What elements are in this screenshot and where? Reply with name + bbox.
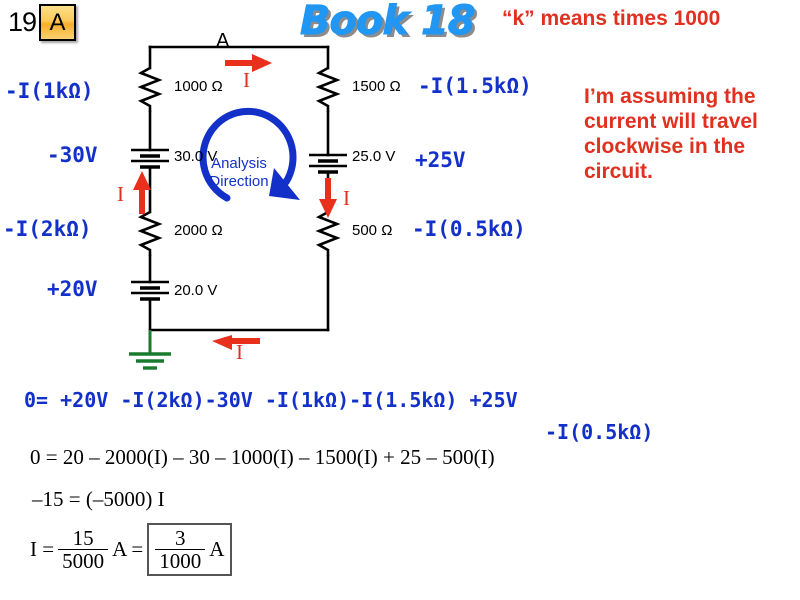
term-resistor-2000: -I(2kΩ) bbox=[3, 217, 92, 241]
slide-badge: 19 A bbox=[8, 4, 77, 41]
slide-letter-box: A bbox=[39, 4, 77, 41]
resistor-2000 bbox=[137, 210, 163, 256]
current-label-bottom: I bbox=[236, 340, 243, 364]
current-arrows bbox=[133, 54, 337, 350]
battery-25v bbox=[309, 153, 347, 174]
current-arrow-bottom bbox=[212, 335, 260, 350]
answer-denominator: 1000 bbox=[155, 549, 206, 572]
term-resistor-1000: -I(1kΩ) bbox=[5, 79, 94, 103]
solution-fraction: 15 5000 bbox=[58, 526, 109, 572]
resistor-1000 bbox=[137, 66, 163, 112]
equation-solution: I = 15 5000 A = 3 1000 A bbox=[30, 523, 233, 577]
value-battery-25v: 25.0 V bbox=[352, 148, 396, 165]
resistor-500 bbox=[315, 210, 341, 256]
solution-unit-equals: A = bbox=[112, 537, 144, 562]
solution-denominator: 5000 bbox=[58, 549, 109, 572]
answer-numerator: 3 bbox=[174, 526, 186, 550]
term-battery-30v: -30V bbox=[47, 143, 98, 167]
equation-simplified: –15 = (–5000) I bbox=[32, 487, 165, 511]
node-label-a: A bbox=[216, 30, 230, 52]
answer-unit: A bbox=[209, 537, 225, 562]
value-resistor-1000: 1000 Ω bbox=[174, 78, 223, 95]
note-k-meaning: “k” means times 1000 bbox=[502, 7, 721, 30]
current-label-right: I bbox=[343, 186, 350, 210]
current-arrow-left bbox=[133, 171, 151, 214]
current-label-top: I bbox=[243, 68, 250, 92]
term-battery-20v: +20V bbox=[47, 277, 98, 301]
term-resistor-500: -I(0.5kΩ) bbox=[412, 217, 526, 241]
equation-expanded: 0 = 20 – 2000(I) – 30 – 1000(I) – 1500(I… bbox=[30, 445, 495, 469]
value-resistor-2000: 2000 Ω bbox=[174, 222, 223, 239]
battery-30v bbox=[131, 148, 169, 169]
analysis-direction-label: Analysis Direction bbox=[209, 155, 269, 190]
kvl-equation-line-2: -I(0.5kΩ) bbox=[545, 420, 654, 444]
resistor-1500 bbox=[315, 66, 341, 112]
answer-fraction: 3 1000 bbox=[155, 526, 206, 572]
value-resistor-500: 500 Ω bbox=[352, 222, 393, 239]
analysis-direction-arc bbox=[199, 107, 300, 202]
slide-number: 19 bbox=[8, 7, 37, 37]
term-resistor-1500: -I(1.5kΩ) bbox=[418, 74, 532, 98]
current-label-left: I bbox=[117, 182, 124, 206]
note-assumption: I’m assuming the current will travel clo… bbox=[584, 85, 758, 183]
term-battery-25v: +25V bbox=[415, 148, 466, 172]
solution-lhs: I = bbox=[30, 537, 55, 562]
battery-20v bbox=[131, 280, 169, 301]
value-battery-20v: 20.0 V bbox=[174, 282, 218, 299]
value-resistor-1500: 1500 Ω bbox=[352, 78, 401, 95]
ground-symbol bbox=[129, 330, 171, 370]
current-arrow-right bbox=[319, 178, 337, 218]
value-battery-30v: 30.0 V bbox=[174, 148, 218, 165]
current-arrow-top bbox=[225, 54, 272, 72]
answer-box: 3 1000 A bbox=[147, 523, 233, 577]
page-title: Book 18 bbox=[300, 0, 477, 45]
kvl-equation-line-1: 0= +20V -I(2kΩ)-30V -I(1kΩ)-I(1.5kΩ) +25… bbox=[24, 388, 518, 412]
solution-numerator: 15 bbox=[72, 526, 94, 550]
